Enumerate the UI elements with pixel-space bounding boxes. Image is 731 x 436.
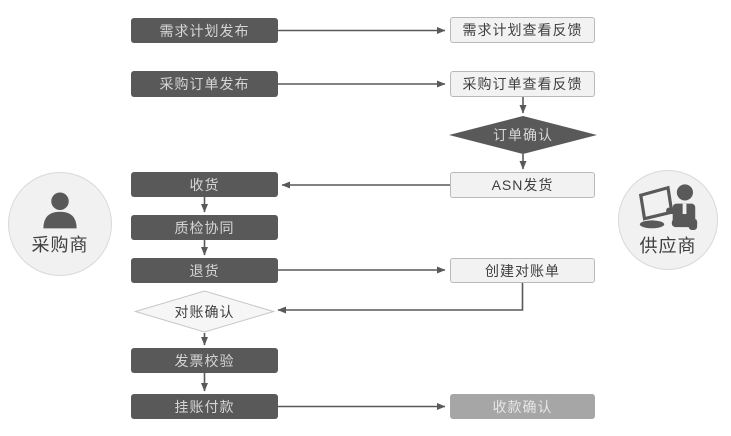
statement-confirm-diamond-shape (134, 290, 275, 333)
node-statement-confirm-diamond: 对账确认 (134, 290, 275, 333)
node-receive-goods: 收货 (131, 172, 278, 197)
order-confirm-diamond-shape (449, 116, 597, 154)
node-statement-confirm-label: 对账确认 (174, 303, 235, 320)
node-demand-plan-publish: 需求计划发布 (131, 18, 278, 43)
connector-statement-to-confirm (277, 283, 524, 314)
node-asn-ship: ASN发货 (450, 172, 595, 198)
node-return-goods: 退货 (131, 258, 278, 283)
person-silhouette-icon (43, 192, 77, 229)
node-quality-collab: 质检协同 (131, 215, 278, 240)
actor-supplier: 供应商 (618, 170, 718, 270)
actor-buyer: 采购商 (8, 172, 112, 276)
node-po-publish: 采购订单发布 (131, 71, 278, 97)
person-with-laptop-icon (638, 183, 698, 230)
node-demand-plan-feedback: 需求计划查看反馈 (450, 17, 595, 43)
node-payment: 挂账付款 (131, 394, 278, 419)
node-order-confirm-diamond: 订单确认 (449, 116, 597, 154)
actor-supplier-label: 供应商 (639, 235, 697, 256)
node-invoice-check: 发票校验 (131, 348, 278, 373)
node-po-feedback: 采购订单查看反馈 (450, 71, 595, 97)
node-payment-confirm: 收款确认 (450, 394, 595, 419)
node-order-confirm-label: 订单确认 (493, 127, 553, 143)
node-create-statement: 创建对账单 (450, 258, 595, 283)
actor-buyer-label: 采购商 (31, 235, 89, 255)
